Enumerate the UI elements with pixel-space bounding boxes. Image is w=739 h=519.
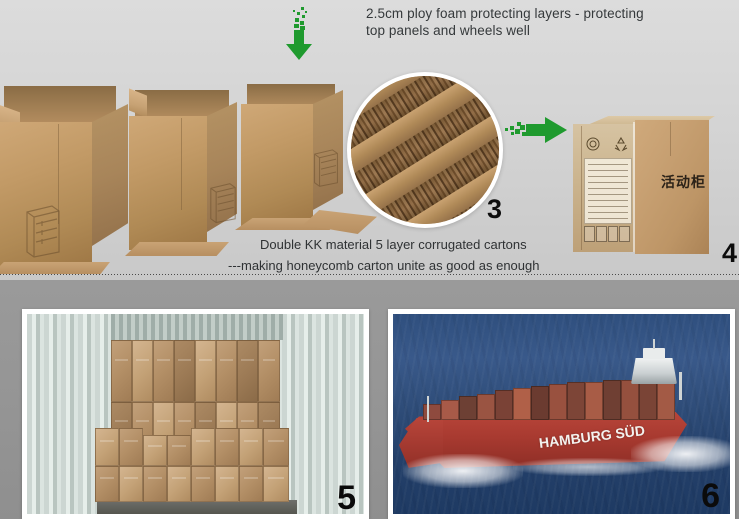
step-number-4: 4 xyxy=(722,238,738,268)
container-floor xyxy=(97,500,297,514)
carton-caption-line2: ---making honeycomb carton unite as good… xyxy=(228,258,540,273)
carton-crease xyxy=(670,122,671,156)
carton-front-panel xyxy=(129,116,207,250)
foam-caption-line2: top panels and wheels well xyxy=(366,23,530,38)
carton-front-panel xyxy=(0,122,92,270)
corrugated-cardboard-closeup xyxy=(347,72,503,228)
carton-base-flap xyxy=(0,262,110,274)
carton-front-panel xyxy=(241,104,313,226)
carton-front-face xyxy=(635,120,709,254)
product-name-label: 活动柜 xyxy=(661,175,706,191)
step-number-3: 3 xyxy=(487,194,503,224)
carton-seam xyxy=(58,124,59,224)
container-ship-photo: HAMBURG SÜD 6 xyxy=(388,309,735,519)
keep-dry-icon xyxy=(607,226,619,242)
deck-container-stacks xyxy=(423,376,683,422)
section-divider-top xyxy=(0,274,739,275)
step-number-5: 5 xyxy=(337,479,356,514)
recycle-icon xyxy=(613,136,629,152)
bow-wake xyxy=(403,454,523,488)
bottom-section: 5 xyxy=(0,280,739,519)
fragile-icon xyxy=(584,226,595,242)
carton-side-panel xyxy=(92,104,128,246)
carton-seam xyxy=(181,118,182,210)
cargo-stack xyxy=(95,340,289,502)
foam-caption-line1: 2.5cm ploy foam protecting layers - prot… xyxy=(366,6,644,21)
ship-bridge-top xyxy=(643,348,665,359)
open-carton-1 xyxy=(0,86,128,274)
cabinet-print-icon xyxy=(207,180,239,224)
open-carton-3 xyxy=(235,84,377,236)
handling-instruction-icons xyxy=(584,226,630,242)
container-loading-photo: 5 xyxy=(22,309,369,519)
corrugated-layers xyxy=(351,76,499,224)
this-way-up-icon xyxy=(595,226,607,242)
ship-mast xyxy=(653,339,655,349)
top-section: 活动柜 2.5cm ploy foam protecting layers - … xyxy=(0,0,739,276)
carton-caption-line1: Double KK material 5 layer corrugated ca… xyxy=(260,237,527,252)
cabinet-print-icon xyxy=(311,146,341,188)
stack-limit-icon xyxy=(619,226,630,242)
carton-caption: Double KK material 5 layer corrugated ca… xyxy=(228,234,539,276)
side-wake xyxy=(513,458,663,476)
step-number-6: 6 xyxy=(701,477,720,514)
certification-icon xyxy=(586,137,600,151)
green-right-arrow xyxy=(503,114,571,148)
bow-mast xyxy=(427,396,429,422)
ship-crane xyxy=(679,372,682,400)
carton-crease xyxy=(581,126,582,250)
shipping-mark-label xyxy=(584,158,632,224)
carton-edge xyxy=(633,122,635,252)
green-down-arrow xyxy=(272,2,326,62)
open-carton-2 xyxy=(125,88,241,256)
sealed-carton-photo: 活动柜 xyxy=(573,116,725,256)
cabinet-print-icon xyxy=(22,202,64,258)
ship-bridge xyxy=(631,358,677,384)
carton-side-panel xyxy=(313,90,343,210)
foam-caption: 2.5cm ploy foam protecting layers - prot… xyxy=(366,5,696,39)
container-ceiling xyxy=(111,314,283,340)
carton-base-flap xyxy=(125,242,229,256)
